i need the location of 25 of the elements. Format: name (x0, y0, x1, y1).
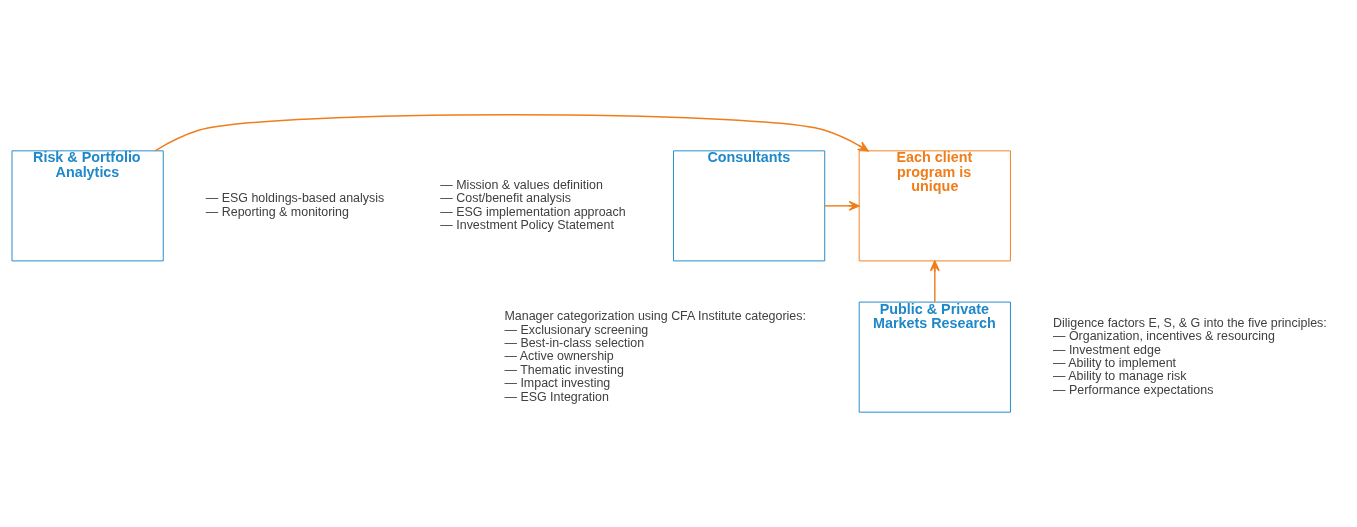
node-label: — Performance expectations (1053, 382, 1214, 397)
node-label: — Exclusionary screening (504, 322, 649, 337)
node-label: — Ability to implement (1053, 356, 1177, 371)
arrow (929, 260, 940, 303)
node-label: — Mission & values definition (440, 178, 603, 193)
node-box: Consultants (673, 150, 826, 262)
node-label: — ESG holdings-based analysis (205, 191, 385, 206)
node-label: — ESG Integration (504, 389, 609, 404)
node-label: — Reporting & monitoring (205, 204, 349, 219)
node-label: — Impact investing (504, 376, 611, 391)
node-label: Manager categorization using CFA Institute categories: (504, 309, 806, 324)
node-label: — ESG implementation approach (440, 204, 626, 219)
node-label: — Thematic investing (504, 362, 624, 377)
node-label: Diligence factors E, S, & G into the five principles: (1053, 315, 1327, 330)
node-label: — Active ownership (504, 349, 614, 364)
node-label: — Cost/benefit analysis (440, 191, 572, 206)
node-box: Each client program is unique (858, 150, 1011, 262)
node-box: Public & Private Markets Research (858, 301, 1011, 413)
node-label: — Investment edge (1053, 342, 1161, 357)
arrow (154, 114, 869, 152)
node-label: — Investment Policy Statement (440, 218, 614, 233)
node-box: Risk & Portfolio Analytics (11, 150, 164, 262)
node-label: — Organization, incentives & resourcing (1053, 329, 1275, 344)
node-label: — Ability to manage risk (1053, 369, 1187, 384)
arrow (824, 200, 860, 211)
